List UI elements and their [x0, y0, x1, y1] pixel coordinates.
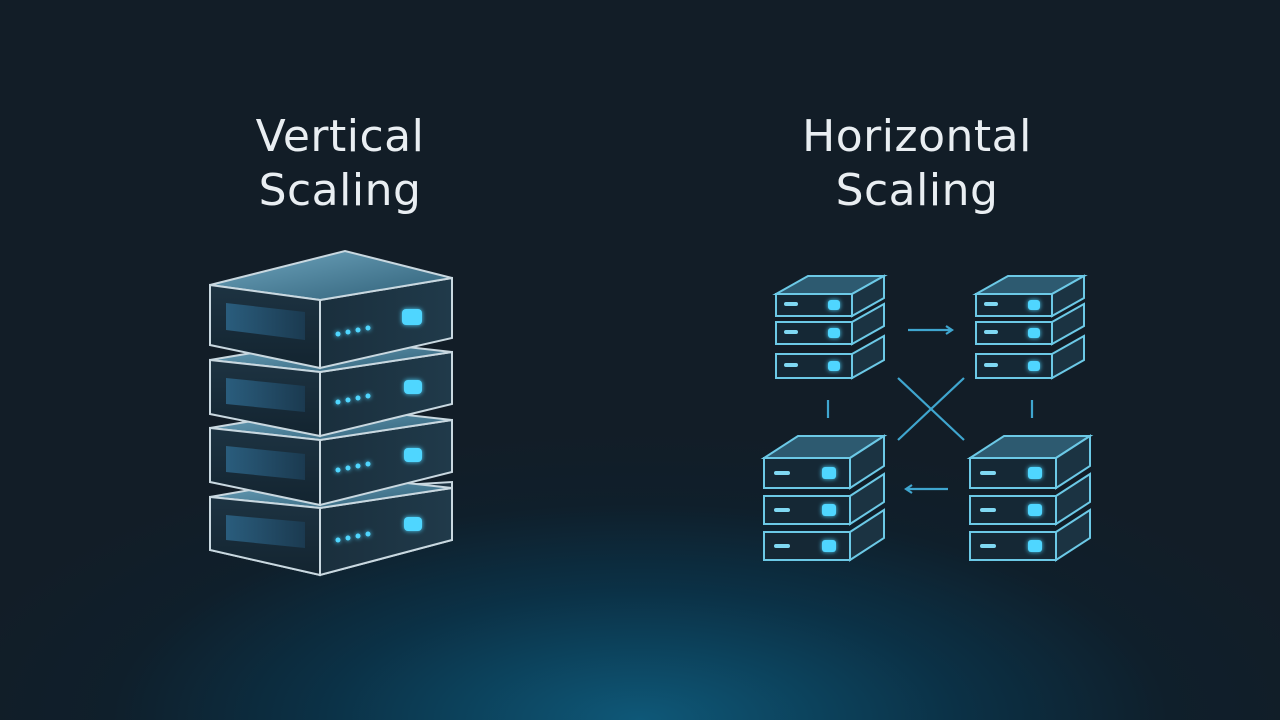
- vertical-scaling-title: Vertical Scaling: [190, 110, 490, 218]
- vertical-title-line2: Scaling: [258, 165, 422, 216]
- vertical-title-line1: Vertical: [255, 111, 425, 162]
- horizontal-title-line2: Scaling: [835, 165, 999, 216]
- server-icon: [772, 274, 888, 380]
- server-icon: [972, 274, 1088, 380]
- arrow-head: [945, 325, 954, 335]
- server-unit-3: [209, 405, 453, 507]
- arrow-head: [904, 484, 913, 494]
- cluster-connections: [826, 325, 1034, 494]
- horizontal-title-line1: Horizontal: [802, 111, 1032, 162]
- server-icon: [760, 434, 888, 562]
- cross-link-b: [897, 377, 965, 441]
- server-stack-icon: [209, 249, 453, 577]
- server-unit-1: [209, 249, 453, 370]
- server-icon: [966, 434, 1094, 562]
- horizontal-scaling-title: Horizontal Scaling: [767, 110, 1067, 218]
